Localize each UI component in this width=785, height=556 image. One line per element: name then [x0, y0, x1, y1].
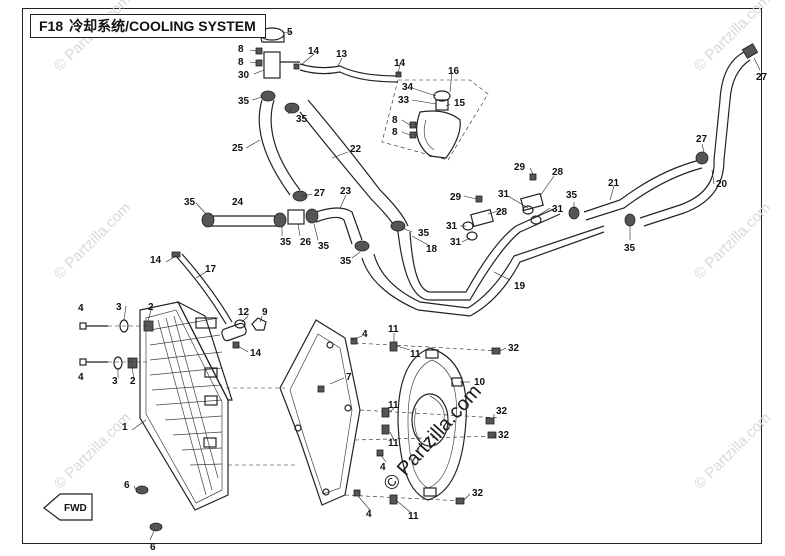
- callout-14: 14: [394, 58, 406, 69]
- callout-27: 27: [314, 188, 326, 199]
- callout-31: 31: [552, 204, 564, 215]
- callout-35: 35: [418, 228, 430, 239]
- callout-3: 3: [116, 302, 122, 313]
- callout-34: 34: [402, 82, 414, 93]
- callout-12: 12: [238, 307, 250, 318]
- callout-35: 35: [624, 243, 636, 254]
- callout-11: 11: [388, 438, 399, 449]
- callout-22: 22: [350, 144, 362, 155]
- callout-35: 35: [296, 114, 308, 125]
- callout-9: 9: [262, 307, 268, 318]
- callout-25: 25: [232, 143, 244, 154]
- callout-35: 35: [238, 96, 250, 107]
- coolant-hoses: [208, 43, 759, 317]
- cooling-fan-part: [397, 347, 467, 501]
- callout-16: 16: [448, 66, 460, 77]
- leader-lines: [86, 31, 761, 541]
- callout-8: 8: [238, 57, 244, 68]
- diagram-title: F18 冷却系统/COOLING SYSTEM: [30, 14, 266, 38]
- callout-8: 8: [392, 127, 398, 138]
- callout-31: 31: [450, 237, 462, 248]
- callout-27: 27: [696, 134, 708, 145]
- callout-8: 8: [238, 44, 244, 55]
- callout-4: 4: [366, 509, 372, 520]
- callout-21: 21: [608, 178, 620, 189]
- callout-35: 35: [566, 190, 578, 201]
- callout-13: 13: [336, 49, 348, 60]
- callout-35: 35: [280, 237, 292, 248]
- expansion-tank-part: [381, 71, 489, 161]
- callout-30: 30: [238, 70, 250, 81]
- radiator-part: [139, 300, 247, 511]
- callout-5: 5: [287, 27, 293, 38]
- callout-28: 28: [552, 167, 564, 178]
- callout-20: 20: [716, 179, 728, 190]
- callout-8: 8: [392, 115, 398, 126]
- callout-14: 14: [250, 348, 262, 359]
- callout-10: 10: [474, 377, 486, 388]
- callout-11: 11: [388, 400, 399, 411]
- callout-2: 2: [148, 302, 154, 313]
- callout-6: 6: [124, 480, 130, 491]
- callout-14: 14: [308, 46, 320, 57]
- callout-32: 32: [498, 430, 510, 441]
- callout-11: 11: [410, 349, 421, 360]
- callout-23: 23: [340, 186, 352, 197]
- callout-7: 7: [346, 372, 352, 383]
- callout-19: 19: [514, 281, 526, 292]
- callout-3: 3: [112, 376, 118, 387]
- callout-33: 33: [398, 95, 410, 106]
- callout-1: 1: [122, 422, 128, 433]
- callout-labels: 5 8 8 30 14 13 14 16 34 33 15 8 8 35 35 …: [78, 27, 768, 553]
- forward-direction-arrow: FWD: [43, 493, 93, 521]
- callout-24: 24: [232, 197, 244, 208]
- callout-31: 31: [498, 189, 510, 200]
- callout-35: 35: [340, 256, 352, 267]
- callout-2: 2: [130, 376, 136, 387]
- watermark-text: © Partzilla.com: [691, 0, 774, 75]
- callout-26: 26: [300, 237, 312, 248]
- overflow-hose-part: [171, 251, 267, 349]
- callout-14: 14: [150, 255, 162, 266]
- callout-29: 29: [450, 192, 462, 203]
- callout-18: 18: [426, 244, 438, 255]
- watermark-text: © Partzilla.com: [51, 199, 134, 282]
- callout-35: 35: [318, 241, 330, 252]
- callout-31: 31: [446, 221, 458, 232]
- fan-shroud-part: [279, 319, 361, 506]
- callout-11: 11: [408, 511, 419, 522]
- fwd-label: FWD: [64, 503, 87, 514]
- callout-4: 4: [78, 303, 84, 314]
- title-code: F18: [39, 18, 64, 34]
- fan-fasteners: [226, 337, 501, 505]
- callout-32: 32: [508, 343, 520, 354]
- watermark-text: © Partzilla.com: [691, 409, 774, 492]
- callout-29: 29: [514, 162, 526, 173]
- callout-11: 11: [388, 324, 399, 335]
- filler-neck-part: [255, 27, 300, 79]
- diagram-frame: [22, 8, 762, 544]
- callout-27: 27: [756, 72, 768, 83]
- callout-4: 4: [78, 372, 84, 383]
- callout-4: 4: [380, 462, 386, 473]
- callout-28: 28: [496, 207, 508, 218]
- callout-32: 32: [496, 406, 508, 417]
- callout-6: 6: [150, 542, 156, 553]
- callout-15: 15: [454, 98, 466, 109]
- callout-4: 4: [362, 329, 368, 340]
- watermark-text: © Partzilla.com: [691, 199, 774, 282]
- callout-35: 35: [184, 197, 196, 208]
- callout-32: 32: [472, 488, 484, 499]
- callout-17: 17: [205, 264, 217, 275]
- title-text: 冷却系统/COOLING SYSTEM: [69, 18, 256, 34]
